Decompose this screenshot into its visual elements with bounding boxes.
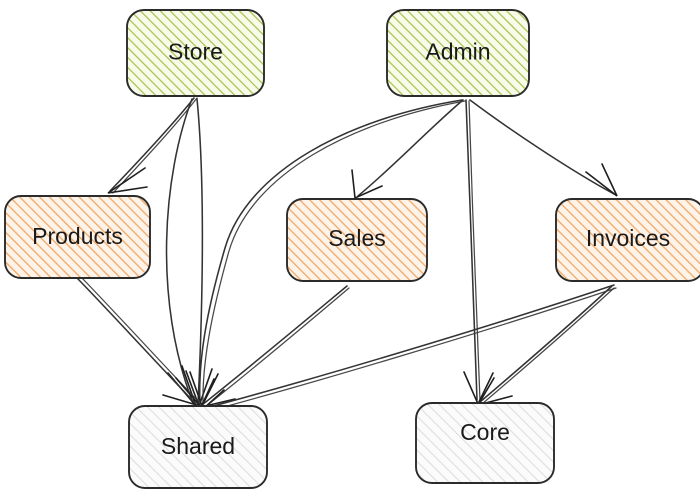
edge-products-to-shared	[77, 276, 203, 408]
node-sales[interactable]: Sales	[286, 198, 428, 282]
edge-store-to-shared-b	[185, 98, 213, 409]
edge-admin-to-core	[463, 99, 494, 406]
node-label-shared: Shared	[161, 433, 235, 459]
node-layer: Store Admin Products Sales Invoices Shar	[4, 9, 700, 489]
edge-store-to-products	[107, 97, 198, 194]
edge-admin-to-sales	[351, 99, 464, 200]
node-label-admin: Admin	[425, 39, 490, 65]
edge-invoices-to-shared	[200, 284, 617, 412]
edge-invoices-to-core	[476, 285, 615, 407]
node-label-core: Core	[460, 419, 510, 445]
node-shared[interactable]: Shared	[128, 405, 268, 489]
node-core[interactable]: Core	[415, 402, 555, 484]
node-label-sales: Sales	[328, 225, 386, 251]
node-label-invoices: Invoices	[586, 225, 670, 251]
node-store[interactable]: Store	[126, 9, 265, 97]
node-invoices[interactable]: Invoices	[555, 198, 700, 282]
edge-admin-to-invoices	[469, 99, 618, 197]
edge-layer	[77, 97, 618, 412]
edge-store-to-shared-a	[165, 98, 197, 407]
node-products[interactable]: Products	[4, 195, 151, 279]
node-label-products: Products	[32, 223, 123, 249]
node-admin[interactable]: Admin	[386, 9, 530, 97]
node-label-store: Store	[168, 39, 223, 65]
